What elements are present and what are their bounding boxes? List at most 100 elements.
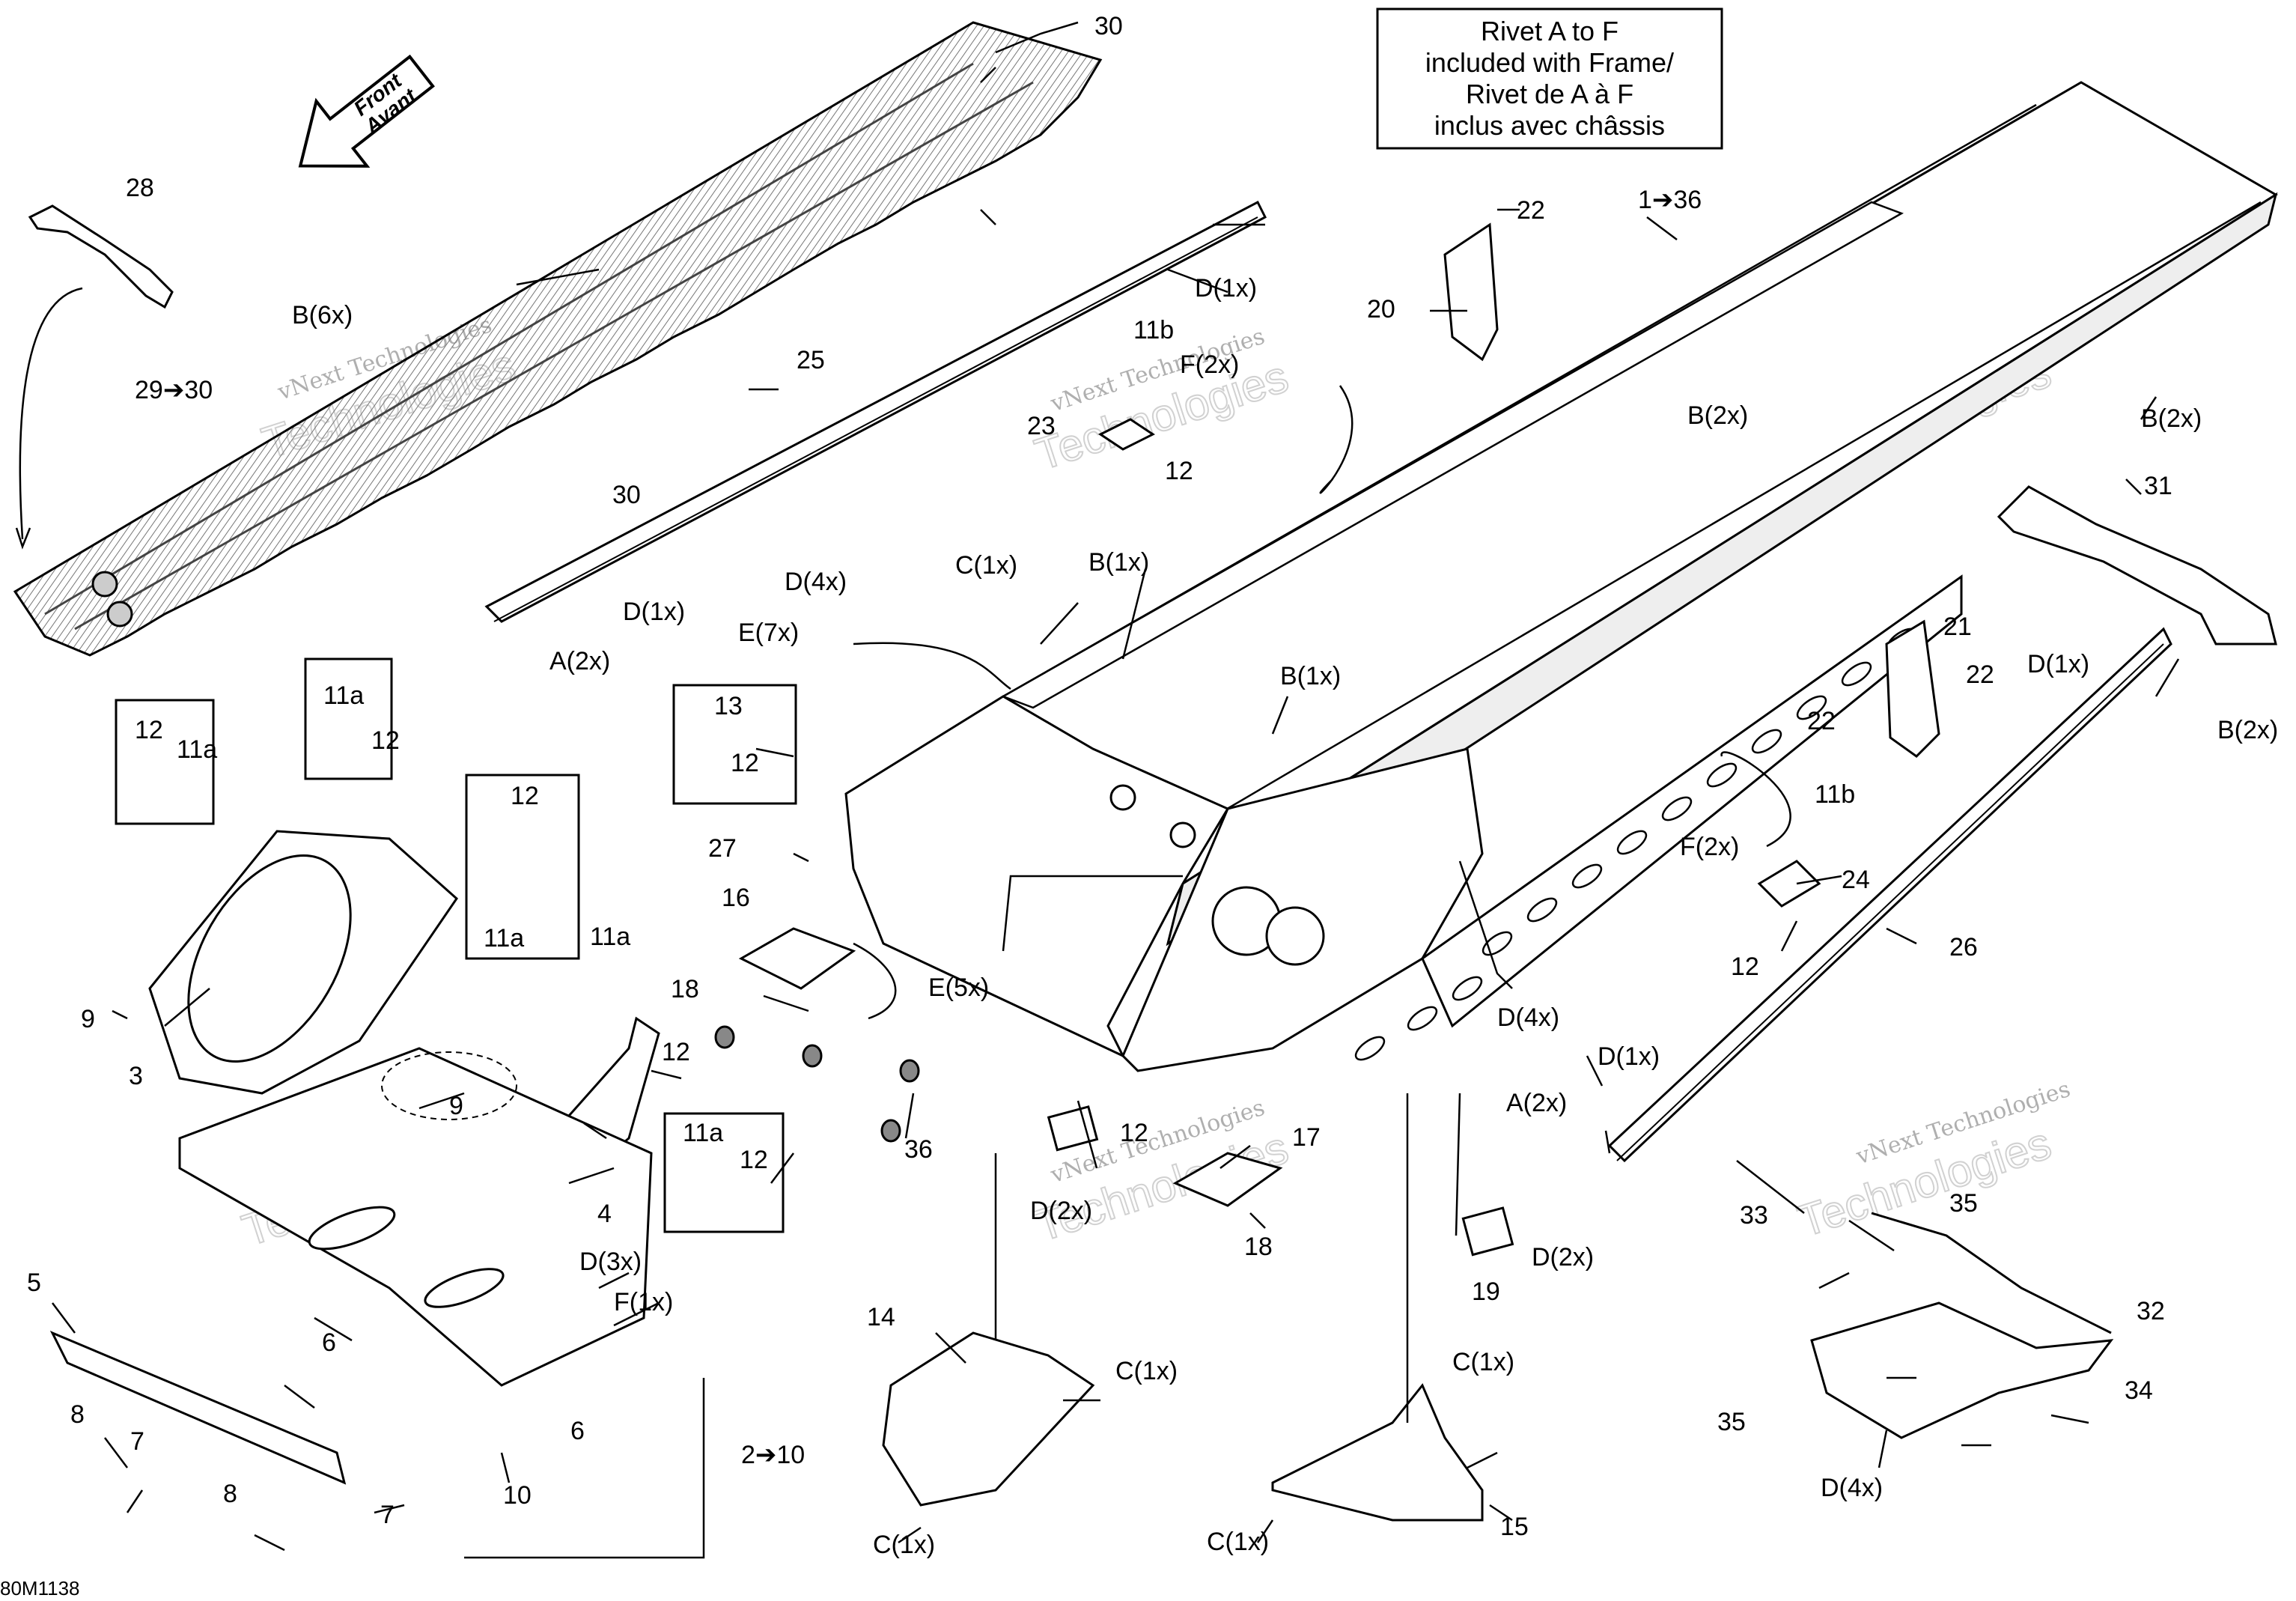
figure-code: 80M1138 [0, 1577, 80, 1597]
callout-c1x-panel14-bottom: C(1x) [873, 1531, 935, 1559]
plate-22-left [1047, 1105, 1099, 1152]
callout-23: 23 [1027, 412, 1056, 440]
callout-9-left: 9 [81, 1005, 95, 1033]
callout-c1x-top: C(1x) [955, 551, 1017, 580]
callout-1-36: 1➔36 [1638, 186, 1702, 214]
callout-27: 27 [708, 834, 737, 863]
callout-28: 28 [126, 174, 154, 202]
footrest-16 [738, 927, 856, 990]
callout-e7x: E(7x) [738, 619, 799, 647]
callout-7-left: 7 [130, 1427, 144, 1456]
bracket-line-2-10 [464, 1378, 705, 1559]
callout-2-10: 2➔10 [741, 1441, 805, 1469]
callout-12-box-d: 12 [740, 1146, 768, 1174]
callout-d1x-rail25: D(1x) [1195, 274, 1257, 303]
callout-11b-top: 11b [1133, 316, 1174, 344]
crossmember-31 [1997, 485, 2277, 645]
callout-36: 36 [904, 1135, 933, 1164]
callout-4: 4 [597, 1200, 612, 1228]
skid-plate-2 [178, 1047, 653, 1387]
callout-d2x-right: D(2x) [1532, 1243, 1594, 1272]
note-line-4: inclus avec châssis [1434, 110, 1665, 141]
callout-d4x-bumper: D(4x) [1821, 1474, 1883, 1502]
callout-31: 31 [2144, 472, 2172, 500]
detail-box-11a-12-bottom [663, 1112, 785, 1233]
slide-rail-25 [484, 200, 1267, 623]
callout-5: 5 [27, 1269, 41, 1297]
heat-exchanger-panel [13, 21, 1103, 657]
plate-19 [1461, 1206, 1514, 1257]
callout-11a-box-c: 11a [484, 924, 524, 953]
callout-14: 14 [867, 1303, 895, 1331]
callout-b6x: B(6x) [292, 301, 353, 329]
callout-12-plate: 12 [1120, 1119, 1148, 1147]
callout-12-box-a: 12 [135, 716, 163, 744]
callout-16: 16 [722, 884, 750, 912]
callout-6-right: 6 [570, 1417, 585, 1445]
rear-bumper-32 [1810, 1212, 2114, 1439]
callout-8-left: 8 [70, 1400, 85, 1429]
callout-30-top: 30 [1094, 12, 1123, 40]
callout-12-bracket4: 12 [662, 1038, 690, 1066]
slide-rail-26 [1607, 627, 2172, 1163]
callout-11a-box-b: 11a [323, 681, 364, 710]
callout-33: 33 [1740, 1201, 1768, 1230]
callout-12-box-c: 12 [511, 782, 539, 810]
callout-15: 15 [1500, 1513, 1529, 1541]
callout-12-bracket23: 12 [1165, 457, 1193, 485]
note-line-3: Rivet de A à F [1466, 79, 1633, 109]
callout-c1x-panel14-top: C(1x) [1115, 1357, 1178, 1385]
callout-a2x-right: A(2x) [1506, 1089, 1567, 1117]
leader-lines [52, 21, 2180, 1552]
dashed-outline-9 [381, 1051, 517, 1120]
callout-24: 24 [1842, 866, 1870, 894]
callout-b2x-right: B(2x) [2141, 404, 2202, 433]
callout-10: 10 [503, 1481, 532, 1510]
front-direction-arrow: Front Avant [298, 54, 435, 168]
callout-22-left: 22 [1807, 707, 1836, 735]
callout-12-box-b: 12 [371, 726, 400, 755]
callout-35-bottom: 35 [1717, 1408, 1746, 1436]
callout-f2x-top: F(2x) [1180, 350, 1239, 379]
main-tunnel-frame [844, 81, 2278, 1072]
callout-d1x-rail26-end: D(1x) [1598, 1042, 1660, 1071]
callout-d2x-left: D(2x) [1030, 1197, 1092, 1225]
callout-d4x-top: D(4x) [785, 568, 847, 596]
callout-29-30: 29➔30 [135, 376, 213, 404]
callout-d4x-rail: D(4x) [1497, 1003, 1559, 1032]
detail-box-13-12 [672, 684, 797, 805]
bracket-3 [148, 830, 458, 1095]
callout-13: 13 [714, 692, 743, 720]
rivet-note-box: Rivet A to F included with Frame/ Rivet … [1376, 7, 1723, 150]
bracket-24 [1757, 860, 1821, 908]
callout-d1x-rail26: D(1x) [2027, 650, 2089, 678]
detail-box-11a-12-top [304, 657, 393, 780]
callout-c1x-panel15-bottom: C(1x) [1207, 1528, 1269, 1556]
callout-22-right: 22 [1966, 660, 1994, 689]
callout-b2x-crossmember: B(2x) [2217, 716, 2278, 744]
bracket-28 [15, 204, 174, 550]
bracket-21 [1885, 619, 1940, 758]
callout-25: 25 [797, 346, 825, 374]
callout-11a-bracket4: 11a [590, 923, 630, 951]
callout-9-center: 9 [449, 1092, 463, 1120]
callout-11a-box-d: 11a [683, 1119, 723, 1147]
callout-d3x: D(3x) [579, 1248, 642, 1276]
panel-15 [1271, 1383, 1484, 1522]
callout-34: 34 [2125, 1376, 2153, 1405]
callout-f2x-right: F(2x) [1680, 833, 1739, 861]
callout-26: 26 [1949, 933, 1978, 961]
callout-11b-right: 11b [1815, 780, 1855, 809]
callout-3: 3 [129, 1062, 143, 1090]
panel-14 [882, 1331, 1095, 1507]
callout-11a-box-a: 11a [177, 735, 217, 764]
callout-f1x: F(1x) [614, 1288, 673, 1316]
callout-20: 20 [1367, 295, 1395, 323]
callout-32: 32 [2137, 1297, 2165, 1325]
callout-b1x-left: B(1x) [1088, 548, 1149, 577]
strip-5 [49, 1331, 347, 1485]
callout-a2x-left: A(2x) [549, 647, 610, 675]
callout-19: 19 [1472, 1278, 1500, 1306]
callout-8-bottom: 8 [223, 1480, 237, 1508]
note-line-1: Rivet A to F [1481, 16, 1619, 46]
